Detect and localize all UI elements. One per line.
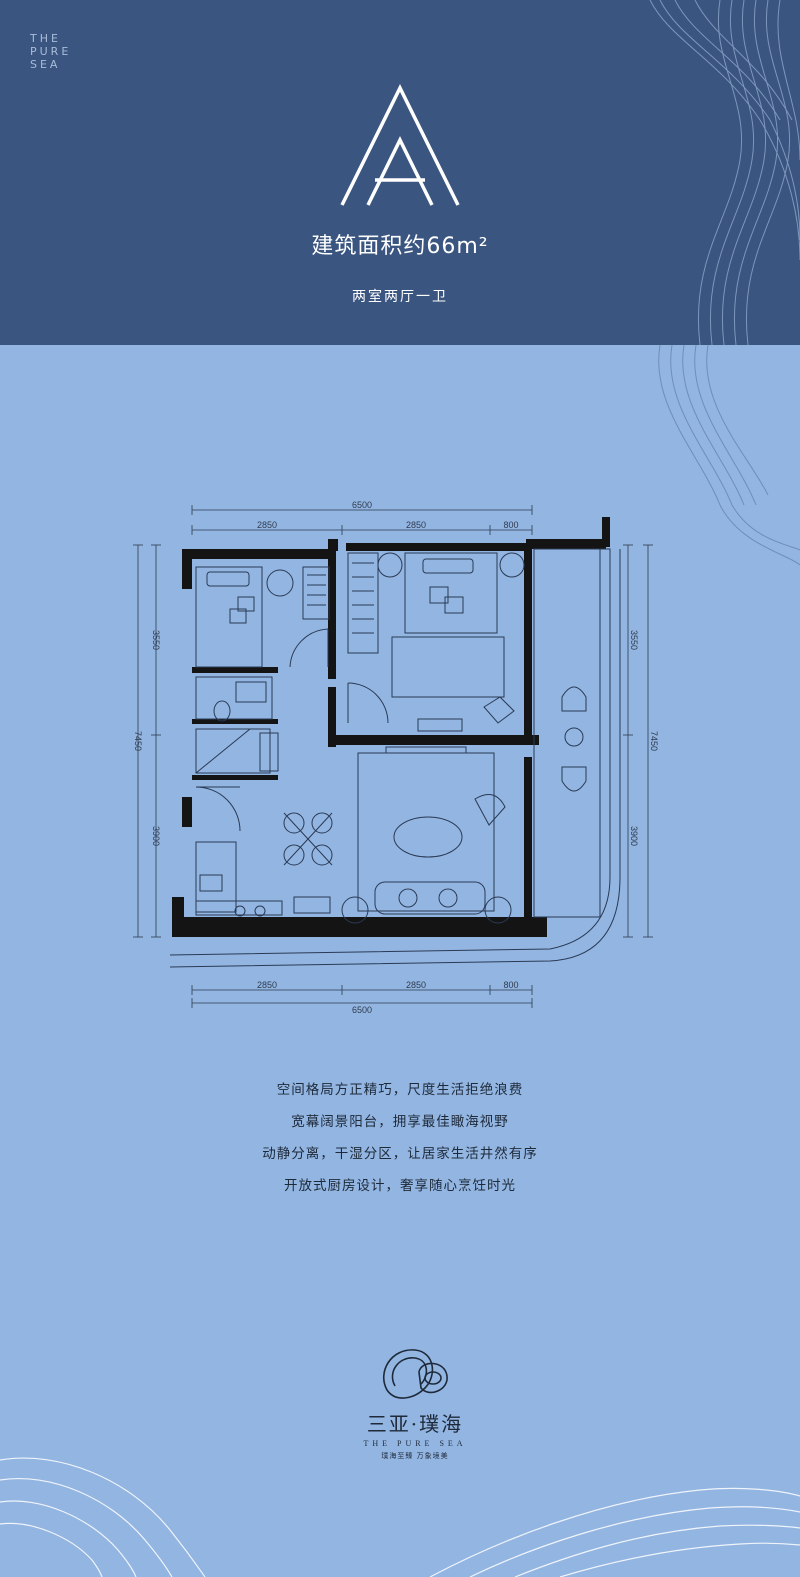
dim-left-seg: 3550 xyxy=(151,630,161,650)
feature-item: 空间格局方正精巧，尺度生活拒绝浪费 xyxy=(276,1082,524,1098)
header-band: THE PURE SEA 建筑面积约66m² 两室两厅一卫 xyxy=(0,0,800,345)
dim-right-seg: 3900 xyxy=(629,826,639,846)
wave-lines-decoration xyxy=(649,0,800,345)
dim-top-seg: 2850 xyxy=(406,520,426,530)
dim-top-seg: 2850 xyxy=(257,520,277,530)
layout-type: 两室两厅一卫 xyxy=(352,289,448,305)
dim-top-seg: 800 xyxy=(503,520,518,530)
feature-item: 开放式厨房设计，奢享随心烹饪时光 xyxy=(284,1178,516,1194)
logo-name-en: THE PURE SEA xyxy=(363,1439,467,1448)
dim-right-seg: 3550 xyxy=(629,630,639,650)
dim-right-total: 7450 xyxy=(649,731,659,751)
pebble-logo-icon xyxy=(382,1349,448,1399)
walls xyxy=(172,517,610,937)
floor-plan: 6500 2850 2850 800 2850 2850 800 6500 74… xyxy=(133,500,659,1015)
wave-lines-decoration xyxy=(658,345,800,566)
dim-bottom-seg: 2850 xyxy=(406,980,426,990)
dim-left-seg: 3900 xyxy=(151,826,161,846)
dim-bottom-total: 6500 xyxy=(352,1005,372,1015)
logo-slogan: 璞海至臻 万象境美 xyxy=(381,1452,449,1460)
feature-item: 动静分离，干湿分区，让居家生活井然有序 xyxy=(262,1146,538,1162)
dim-top-total: 6500 xyxy=(352,500,372,510)
logo-name-cn: 三亚·璞海 xyxy=(366,1412,464,1436)
brand-mark-line: THE xyxy=(30,32,61,45)
dim-bottom-seg: 2850 xyxy=(257,980,277,990)
wave-lines-decoration xyxy=(0,1457,800,1577)
brand-mark-line: SEA xyxy=(30,58,61,71)
feature-list: 空间格局方正精巧，尺度生活拒绝浪费 宽幕阔景阳台，拥享最佳瞰海视野 动静分离，干… xyxy=(0,1083,800,1211)
footer-logo: 三亚·璞海 THE PURE SEA 璞海至臻 万象境美 xyxy=(355,1342,475,1461)
dim-bottom-seg: 800 xyxy=(503,980,518,990)
brand-mark-line: PURE xyxy=(30,45,72,58)
unit-a-logo xyxy=(340,84,460,206)
brand-mark: THE PURE SEA xyxy=(30,32,71,71)
area-title: 建筑面积约66m² xyxy=(311,234,489,259)
dim-left-total: 7450 xyxy=(133,731,143,751)
feature-item: 宽幕阔景阳台，拥享最佳瞰海视野 xyxy=(291,1114,509,1130)
